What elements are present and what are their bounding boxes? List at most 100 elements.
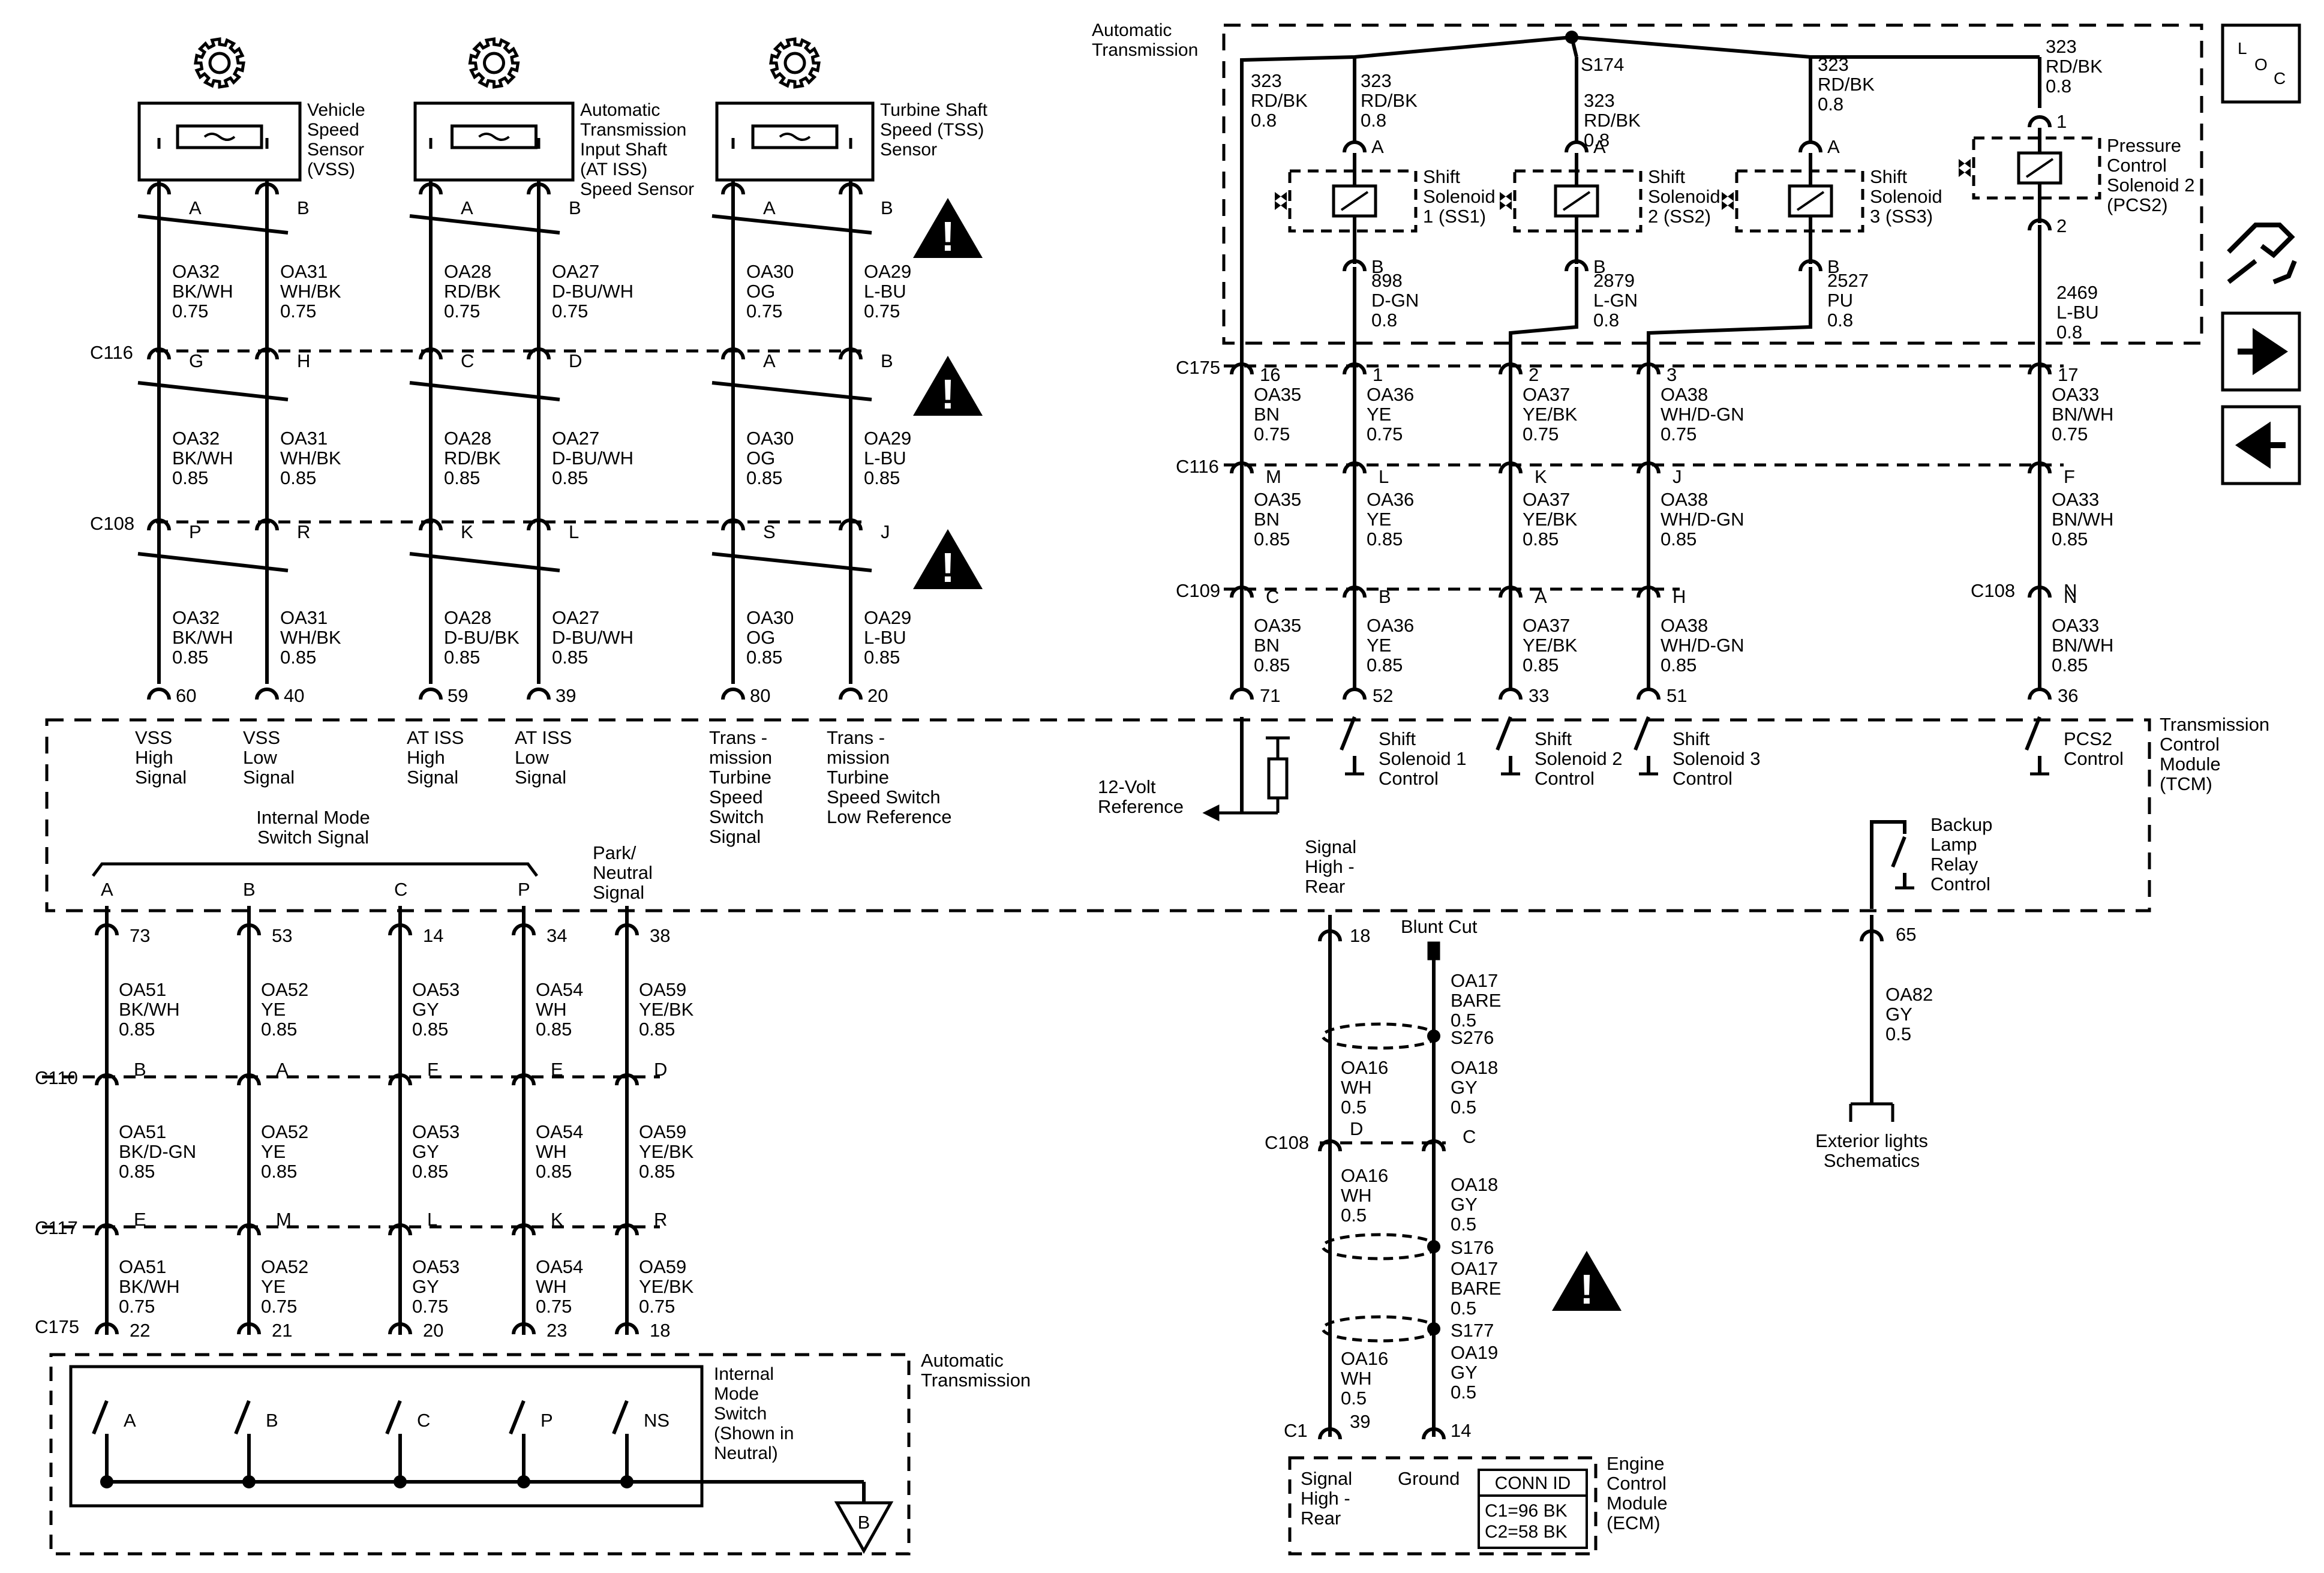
wire-label: 0.85 xyxy=(536,1019,572,1040)
ecm-pin-label: Signal xyxy=(1301,1468,1352,1489)
connector-pin xyxy=(527,688,551,700)
switch-contact xyxy=(509,1400,526,1435)
mode-switch-label: Mode xyxy=(714,1384,759,1404)
solenoid-label: 3 (SS3) xyxy=(1870,206,1933,227)
switch-pin-label: A xyxy=(124,1410,136,1431)
pin-label: 18 xyxy=(1350,925,1370,946)
wire-label: OA53 xyxy=(412,1121,460,1142)
wire-label: 0.75 xyxy=(280,301,316,322)
splice-dot xyxy=(1427,1240,1440,1253)
pin-label: 53 xyxy=(272,925,292,946)
park-neutral-label: Park/ xyxy=(593,842,636,863)
wire-label: OA59 xyxy=(639,979,686,1000)
wire-label: OA17 xyxy=(1451,970,1498,991)
connector-pin xyxy=(147,347,171,360)
connector-pin xyxy=(1343,362,1367,375)
wire-label: BN xyxy=(1254,509,1280,530)
wire-label: OA31 xyxy=(280,428,328,449)
wire-label: WH xyxy=(1341,1185,1372,1206)
automatic-transmission-box xyxy=(49,1353,911,1556)
connector-pin xyxy=(419,347,443,360)
connector-pin xyxy=(1565,140,1589,153)
pin-label: C xyxy=(1266,586,1279,607)
connector-pin xyxy=(1318,1427,1342,1440)
wrench-icon xyxy=(2227,223,2297,284)
wire-label: OG xyxy=(746,448,775,469)
backup-label: Relay xyxy=(1930,854,1978,875)
warning-icon xyxy=(913,356,983,416)
shield xyxy=(1321,1315,1439,1343)
wire-label: D-GN xyxy=(1371,290,1419,311)
connector-label: C175 xyxy=(35,1316,79,1337)
sensor-element xyxy=(176,124,263,149)
backup-label: Control xyxy=(1930,873,1990,894)
wire-label: OA52 xyxy=(261,1121,308,1142)
pin-label: J xyxy=(881,521,890,542)
connector-label: C175 xyxy=(1176,357,1220,378)
wire-label: RD/BK xyxy=(444,448,501,469)
signal-label: Low xyxy=(515,747,549,768)
sensor-label: (AT ISS) xyxy=(580,160,647,179)
feed-label: 0.8 xyxy=(1584,130,1610,151)
park-neutral-label: Signal xyxy=(593,882,644,903)
wire-label: 0.85 xyxy=(119,1019,155,1040)
wire-label: 0.85 xyxy=(639,1019,675,1040)
wire-label: YE xyxy=(1367,635,1391,656)
pin-label: B xyxy=(243,879,256,900)
wire-label: OA19 xyxy=(1451,1342,1498,1363)
connector-pin xyxy=(255,518,279,531)
sensor-label: Transmission xyxy=(580,120,686,140)
wire-label: YE xyxy=(1367,509,1391,530)
twisted-pair-mark xyxy=(409,381,560,401)
wire-label: YE xyxy=(1367,404,1391,425)
wire-label: 0.75 xyxy=(639,1296,675,1317)
wire-label: 0.85 xyxy=(1367,655,1403,676)
wire-label: OG xyxy=(746,627,775,648)
connector-pin xyxy=(147,182,171,195)
ecm-pin-label: Rear xyxy=(1301,1508,1341,1529)
backup-label: Lamp xyxy=(1930,834,1977,855)
splice-label: S176 xyxy=(1451,1237,1494,1258)
sensor-element xyxy=(203,133,236,141)
wire-label: OA28 xyxy=(444,607,491,628)
connector-pin xyxy=(1637,362,1661,375)
wire-label: 0.85 xyxy=(1523,655,1559,676)
wire-label: BK/WH xyxy=(172,627,233,648)
connector-pin xyxy=(1230,586,1254,598)
pin-label: K xyxy=(461,521,473,542)
pin-label: B xyxy=(881,197,893,218)
wire-label: 0.85 xyxy=(1523,529,1559,550)
feed-label: 323 xyxy=(1361,70,1392,91)
connector-pin xyxy=(2028,362,2052,375)
pin-label: B xyxy=(134,1059,146,1080)
connector-pin xyxy=(1798,140,1822,153)
pin-label: A xyxy=(276,1059,289,1080)
wire-label: OA53 xyxy=(412,1256,460,1277)
sensor-label: Speed xyxy=(307,120,359,140)
control-label: PCS2 xyxy=(2064,728,2112,749)
wire-label: OA59 xyxy=(639,1256,686,1277)
wire xyxy=(1647,267,1812,360)
solenoid-label: 1 (SS1) xyxy=(1423,206,1486,227)
wire-label: L-BU xyxy=(864,627,906,648)
wire-label: D-BU/WH xyxy=(552,448,633,469)
wire-label: BK/D-GN xyxy=(119,1141,196,1162)
solenoid-label: Control xyxy=(2107,155,2167,176)
wire-label: WH xyxy=(536,1276,567,1297)
wire-label: OA27 xyxy=(552,428,599,449)
connector-label: C108 xyxy=(1265,1132,1309,1153)
signal-label: Turbine xyxy=(709,767,771,788)
connector-pin xyxy=(527,182,551,195)
wire-label: 0.5 xyxy=(1451,1097,1476,1118)
pin-label: 21 xyxy=(272,1320,292,1341)
reference-label: 12-Volt xyxy=(1098,776,1156,797)
wire-label: 0.8 xyxy=(1593,310,1619,331)
control-label: Control xyxy=(1535,768,1595,789)
feed-label: 0.8 xyxy=(2046,76,2071,97)
shield xyxy=(1321,1233,1439,1260)
connector-pin xyxy=(1860,929,1884,942)
group-bracket xyxy=(92,862,538,877)
connector-pin xyxy=(95,1322,119,1335)
connector-pin xyxy=(1637,461,1661,474)
